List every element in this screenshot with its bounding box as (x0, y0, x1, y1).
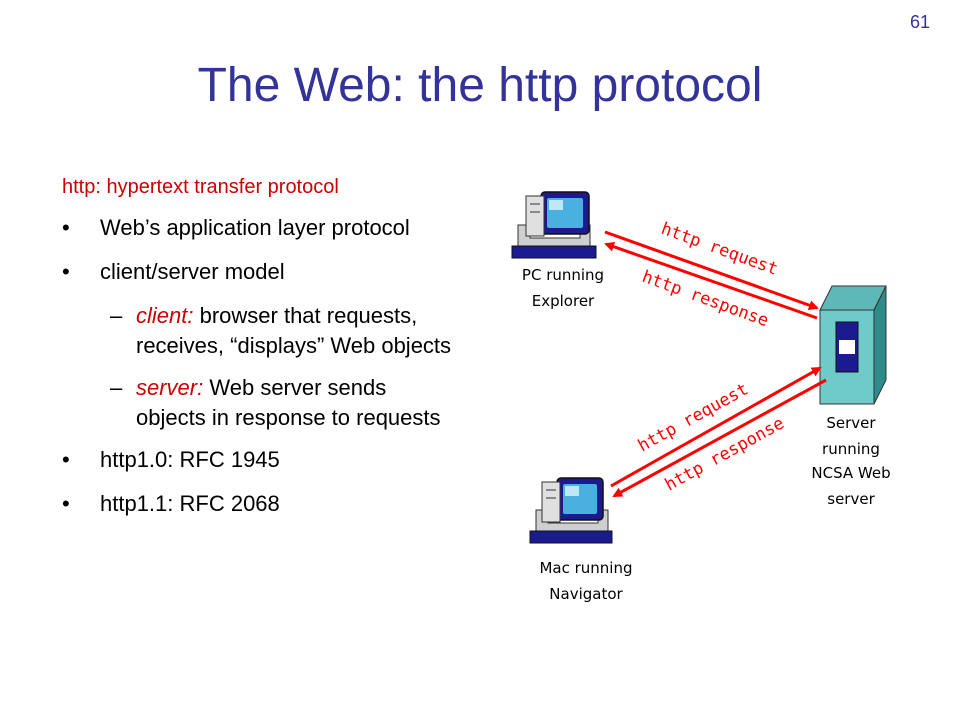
intro-line: http: hypertext transfer protocol (62, 176, 339, 198)
sub-bullet-item: – client: browser that requests, receive… (62, 301, 462, 361)
server-label-line-2: running (822, 440, 880, 458)
arrow-mac-response (612, 378, 827, 498)
top-request-label: http request (658, 219, 780, 280)
bullet-item: • http1.1: RFC 2068 (62, 489, 462, 519)
top-response-label: http response (639, 267, 771, 331)
mac-computer-icon (529, 477, 613, 544)
bullet-item: • Web’s application layer protocol (62, 213, 462, 243)
sub-bullet-dash: – (110, 375, 123, 400)
sub-bullet-lead: server: (136, 375, 204, 400)
server-label-line-3: NCSA Web (811, 464, 890, 482)
server-label-line-1: Server (826, 414, 876, 432)
pc-computer-icon (511, 191, 597, 259)
sub-bullet-text: browser that requests, receives, “displa… (136, 303, 452, 358)
bullet-dot: • (62, 447, 70, 472)
bullet-dot: • (62, 259, 70, 284)
pc-label-line-2: Explorer (532, 292, 595, 310)
pc-label-line-1: PC running (522, 266, 604, 284)
bullet-dot: • (62, 491, 70, 516)
server-label-line-4: server (827, 490, 875, 508)
sub-bullet-lead: client: (136, 303, 194, 328)
arrow-pc-response (604, 241, 818, 320)
mac-label-line-2: Navigator (549, 585, 623, 603)
bullet-text: http1.0: RFC 1945 (100, 447, 280, 472)
bullet-text: Web’s application layer protocol (100, 215, 410, 240)
bullet-text: http1.1: RFC 2068 (100, 491, 280, 516)
slide-number: 61 (909, 12, 930, 32)
bullet-dot: • (62, 215, 70, 240)
bullet-list: http: hypertext transfer protocol • Web’… (62, 176, 462, 533)
server-icon (819, 285, 887, 405)
arrow-mac-request (610, 366, 822, 488)
sub-bullet-text: Web server sends objects in response to … (136, 375, 441, 430)
bullet-text: client/server model (100, 259, 285, 284)
arrow-pc-request (604, 230, 819, 311)
sub-bullet-item: – server: Web server sends objects in re… (62, 373, 462, 433)
mac-label-line-1: Mac running (539, 559, 632, 577)
slide-title: The Web: the http protocol (197, 59, 763, 112)
bullet-item: • http1.0: RFC 1945 (62, 445, 462, 475)
sub-bullet-dash: – (110, 303, 123, 328)
bullet-item: • client/server model (62, 257, 462, 287)
